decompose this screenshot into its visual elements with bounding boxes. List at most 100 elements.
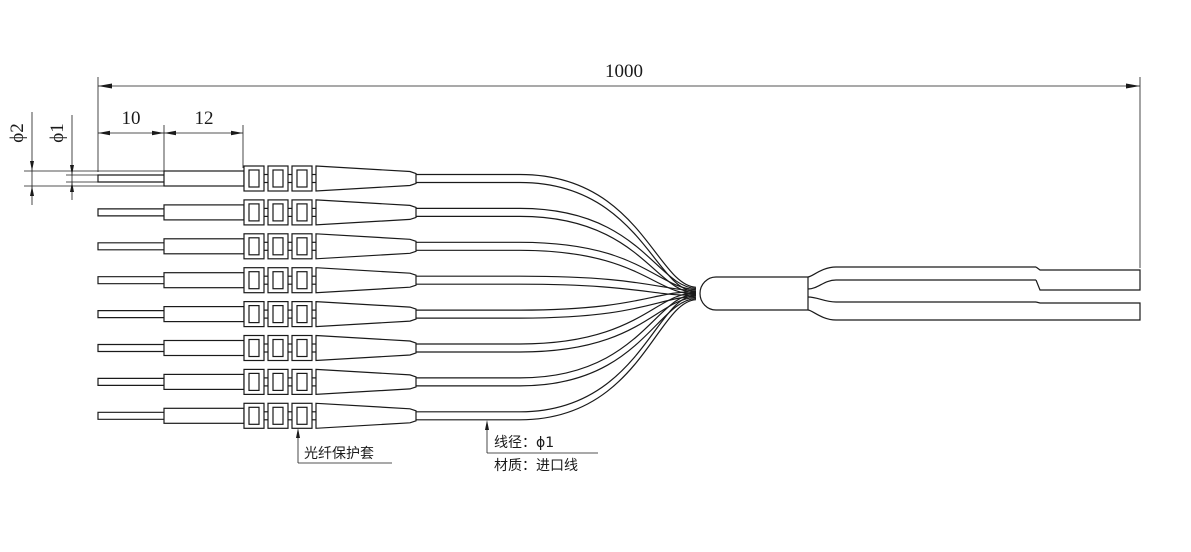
- protector-label: 光纤保护套: [304, 446, 374, 462]
- fiber-cable-edge: [416, 292, 697, 345]
- output-fiber-upper-inner: [807, 279, 1036, 290]
- protector-leader-arrow: [296, 428, 300, 438]
- fiber-cable-edge: [416, 295, 697, 413]
- sleeve: [163, 407, 245, 424]
- wire-diameter-label: 线径：ϕ1: [494, 435, 554, 451]
- arrow-sleeve-right: [231, 130, 243, 136]
- material-label: 材质：进口线: [494, 458, 578, 474]
- fiber-row: [97, 199, 697, 294]
- output-fiber-lower: [807, 309, 1036, 321]
- arrow-ferrule-left: [98, 130, 110, 136]
- arrow-od-bottom: [30, 186, 34, 196]
- protector-boot: [243, 402, 417, 429]
- fiber-cable-edge: [416, 275, 697, 292]
- protector-boot: [243, 368, 417, 396]
- output-fiber-lower-inner: [807, 296, 1036, 303]
- boot-window: [272, 406, 284, 425]
- boot-window: [248, 237, 260, 256]
- boot-window: [248, 372, 260, 391]
- protector-boot: [243, 334, 417, 362]
- boot-window: [296, 203, 308, 222]
- fiber-row: [97, 292, 697, 362]
- protector-boot: [243, 199, 417, 226]
- inner-diameter-label: ϕ1: [47, 123, 68, 143]
- fiber-cable-edge: [416, 297, 697, 387]
- boot-window: [272, 169, 284, 188]
- sleeve: [163, 238, 245, 255]
- ferrule: [97, 208, 164, 217]
- output-sleeve-lower: [1035, 301, 1141, 321]
- boot-window: [272, 305, 284, 324]
- protector-boot: [243, 267, 417, 294]
- strain-relief: [315, 368, 417, 396]
- protector-boot: [243, 165, 417, 192]
- ferrule: [97, 377, 164, 386]
- boot-window: [248, 406, 260, 425]
- sleeve: [163, 339, 245, 357]
- strain-relief: [315, 334, 417, 362]
- boot-window: [296, 372, 308, 391]
- fiber-cable-edge: [416, 291, 697, 311]
- fiber-cable-edge: [416, 295, 697, 319]
- ferrule: [97, 242, 164, 251]
- arrow-id-bottom: [70, 182, 74, 192]
- sleeve: [163, 170, 245, 187]
- output-sleeve-upper: [1035, 266, 1141, 291]
- fiber-row: [97, 165, 697, 292]
- ferrule: [97, 310, 164, 319]
- boot-window: [296, 305, 308, 324]
- boot-window: [248, 169, 260, 188]
- boot-window: [296, 406, 308, 425]
- boot-window: [296, 338, 308, 358]
- overall-length-label: 1000: [605, 61, 643, 82]
- fiber-cable-edge: [416, 207, 697, 290]
- output-fiber-upper: [807, 266, 1036, 278]
- strain-relief: [315, 402, 417, 429]
- strain-relief: [315, 199, 417, 226]
- arrow-od-top: [30, 161, 34, 171]
- boot-window: [272, 372, 284, 391]
- boot-window: [296, 169, 308, 188]
- arrow-sleeve-left: [164, 130, 176, 136]
- boot-window: [248, 338, 260, 358]
- protector-boot: [243, 233, 417, 260]
- wire-leader-arrow: [485, 420, 489, 430]
- sleeve: [163, 373, 245, 390]
- protector-boot: [243, 300, 417, 328]
- arrow-id-top: [70, 165, 74, 175]
- fiber-row: [97, 293, 697, 396]
- boot-window: [272, 237, 284, 256]
- arrow-ferrule-right: [152, 130, 164, 136]
- strain-relief: [315, 165, 417, 192]
- boot-window: [248, 305, 260, 324]
- arrow-left: [98, 83, 112, 89]
- ferrule: [97, 343, 164, 353]
- ferrule: [97, 174, 164, 183]
- fiber-row: [97, 291, 697, 328]
- sleeve: [163, 272, 245, 289]
- fiber-cable-edge: [416, 241, 697, 291]
- arrow-right: [1126, 83, 1140, 89]
- fiber-cable-edge: [416, 173, 697, 288]
- ferrule: [97, 276, 164, 285]
- boot-window: [272, 338, 284, 358]
- boot-window: [296, 237, 308, 256]
- boot-window: [272, 271, 284, 290]
- sleeve: [163, 306, 245, 323]
- boot-window: [272, 203, 284, 222]
- fiber-cable-edge: [416, 299, 697, 421]
- fiber-cable-edge: [416, 181, 697, 292]
- boot-window: [248, 203, 260, 222]
- fiber-cable-edge: [416, 293, 697, 379]
- boot-window: [296, 271, 308, 290]
- breakout-body: [699, 276, 809, 311]
- outer-diameter-label: ϕ2: [7, 123, 28, 143]
- sleeve: [163, 204, 245, 221]
- fiber-row: [97, 267, 697, 296]
- strain-relief: [315, 267, 417, 294]
- fiber-bundle: [97, 165, 697, 429]
- strain-relief: [315, 300, 417, 328]
- sleeve-length-label: 12: [195, 108, 214, 129]
